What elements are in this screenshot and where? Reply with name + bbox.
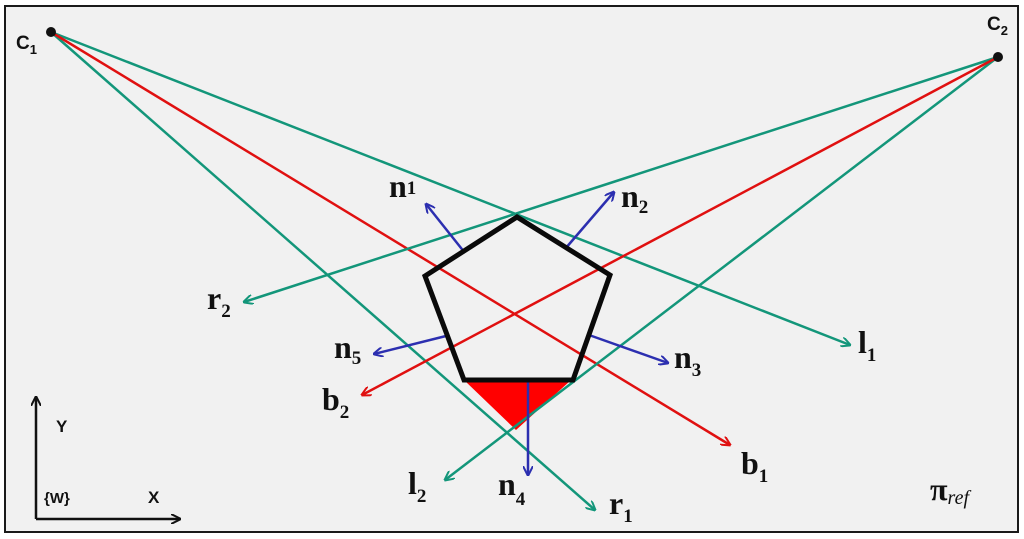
ray-b2-label: b2	[322, 381, 349, 423]
ray-r2-label: r2	[207, 280, 231, 322]
world-axes	[36, 397, 180, 519]
normal-n5-label: n5	[334, 329, 361, 369]
plane-label: πref	[930, 471, 971, 509]
camera-1-label: C1	[16, 33, 37, 57]
ray-l1-label: l1	[858, 324, 876, 366]
ray-r2	[244, 55, 999, 302]
ray-b1-label: b1	[741, 445, 768, 487]
ray-l2	[445, 56, 999, 480]
camera-2-dot	[993, 52, 1003, 62]
normal-n1	[426, 204, 466, 254]
occluded-region	[465, 381, 570, 430]
ray-r1	[50, 31, 595, 510]
normal-n2	[564, 192, 614, 250]
normal-n3	[588, 333, 668, 363]
normal-n5	[374, 334, 447, 354]
camera-1-dot	[46, 27, 56, 37]
plane-frame	[4, 5, 1019, 533]
camera-1-rays	[50, 30, 850, 510]
ray-b1	[50, 30, 730, 445]
camera-2-rays	[244, 55, 999, 480]
normal-n1-label: n1	[389, 168, 416, 204]
pentagon-object	[421, 214, 614, 383]
surface-normals	[374, 192, 668, 475]
ray-r1-label: r1	[609, 485, 633, 527]
ray-b2	[362, 55, 999, 395]
normal-n4-label: n4	[498, 466, 526, 510]
normal-n3-label: n3	[674, 339, 701, 381]
ray-l1	[50, 30, 850, 345]
ray-l2-label: l2	[408, 465, 426, 507]
y-axis-label: Y	[56, 417, 68, 436]
camera-2-label: C2	[987, 14, 1008, 38]
world-frame-label: {W}	[44, 490, 70, 507]
normal-n2-label: n2	[621, 178, 648, 218]
x-axis-label: X	[148, 488, 160, 507]
